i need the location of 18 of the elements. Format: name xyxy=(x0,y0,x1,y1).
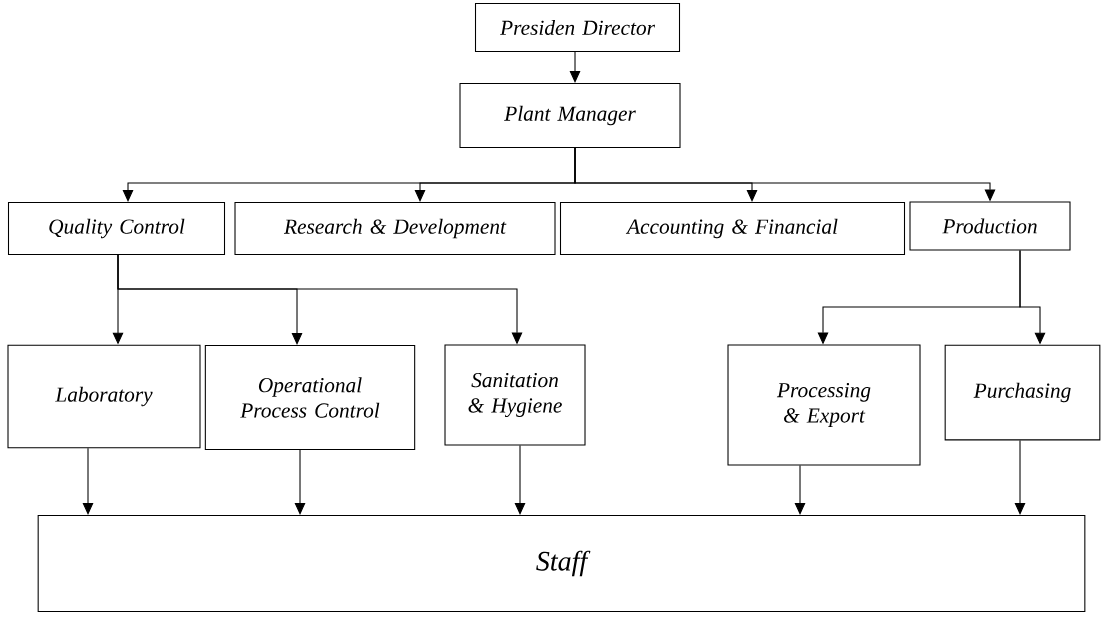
position-box: Sanitation & Hygiene xyxy=(444,344,586,446)
position-box: Quality Control xyxy=(7,201,226,256)
arrow xyxy=(82,447,94,515)
position-box: Laboratory xyxy=(7,344,201,449)
position-box: Plant Manager xyxy=(459,82,681,149)
position-box: Accounting & Financial xyxy=(559,201,906,256)
arrow xyxy=(794,465,806,515)
position-box: Processing & Export xyxy=(727,344,921,466)
arrow xyxy=(1014,439,1026,515)
arrow xyxy=(569,51,581,83)
position-box: Purchasing xyxy=(944,344,1101,441)
staff-box: Staff xyxy=(37,514,1086,613)
position-box: Presiden Director xyxy=(474,2,681,53)
position-box: Production xyxy=(909,201,1071,251)
arrow xyxy=(294,449,306,515)
arrow xyxy=(514,445,526,515)
position-box: Research & Development xyxy=(234,201,556,256)
position-box: Operational Process Control xyxy=(204,344,416,451)
